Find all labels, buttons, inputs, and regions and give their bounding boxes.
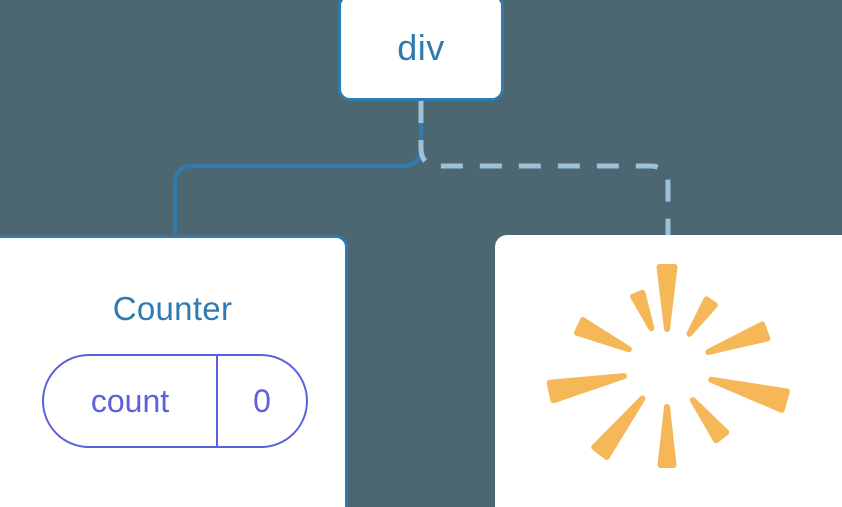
burst-ray-4 (689, 397, 730, 444)
burst-ray-2 (705, 321, 771, 355)
burst-ray-9 (630, 289, 655, 332)
node-div-label: div (397, 26, 445, 68)
edge-root-counter (173, 101, 423, 237)
burst-ray-7 (546, 373, 627, 404)
prop-value: 0 (253, 382, 271, 419)
burst-ray-0 (656, 264, 678, 332)
burst-ray-1 (686, 296, 718, 337)
node-div[interactable]: div (338, 0, 504, 101)
burst-ray-3 (708, 376, 790, 413)
burst-ray-5 (657, 404, 677, 468)
edge-root-effect (418, 101, 671, 237)
burst-ray-8 (574, 317, 632, 353)
prop-key: count (44, 356, 218, 446)
prop-pill-count[interactable]: count 0 (42, 354, 308, 448)
node-effect[interactable] (495, 235, 842, 507)
node-counter[interactable]: Counter count 0 (0, 235, 348, 507)
burst-icon (546, 264, 790, 468)
burst-ray-6 (591, 395, 646, 460)
node-counter-label: Counter (112, 290, 233, 327)
